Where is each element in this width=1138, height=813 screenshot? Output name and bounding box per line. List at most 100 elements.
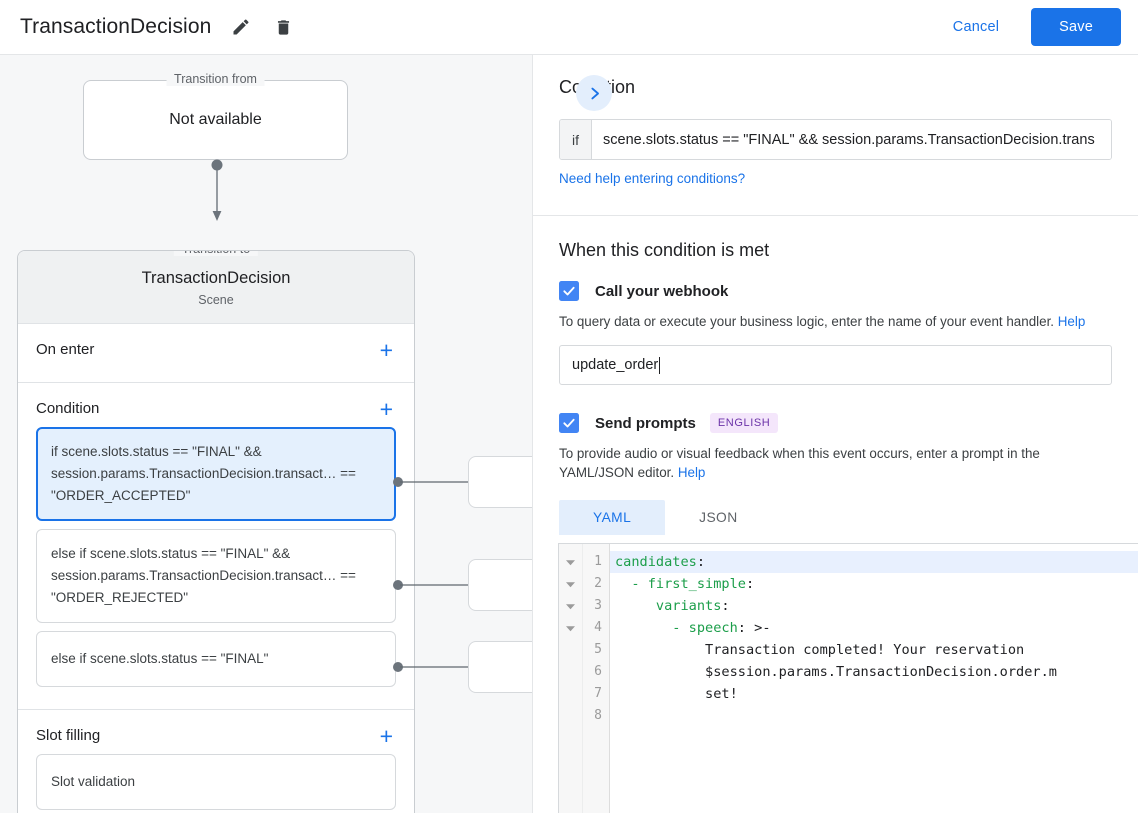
yaml-key: - first_simple <box>615 576 746 592</box>
flow-arrow-icon <box>211 159 223 221</box>
line-number: 3 <box>594 598 602 613</box>
code-area[interactable]: candidates: - first_simple: variants: - … <box>610 544 1138 813</box>
transition-from-box: Transition from Not available <box>83 72 348 160</box>
webhook-handler-value: update_order <box>572 357 659 373</box>
target-node-0[interactable] <box>468 456 532 508</box>
node-type: Scene <box>198 293 234 307</box>
yaml-value: set! <box>615 686 738 702</box>
fold-toggle[interactable] <box>559 661 582 683</box>
section-slot-filling: Slot filling + Slot validation <box>18 710 414 813</box>
condition-item-0[interactable]: if scene.slots.status == "FINAL" && sess… <box>36 427 396 521</box>
condition-section-title: Condition <box>559 55 1112 98</box>
condition-item-1[interactable]: else if scene.slots.status == "FINAL" &&… <box>36 529 396 623</box>
condition-item-2[interactable]: else if scene.slots.status == "FINAL" <box>36 631 396 687</box>
prompts-label: Send prompts <box>595 414 696 432</box>
webhook-checkbox[interactable] <box>559 281 579 301</box>
connector-dot-1 <box>393 580 403 590</box>
app-header: TransactionDecision Cancel Save <box>0 0 1138 55</box>
chevron-right-icon <box>590 87 599 99</box>
slot-validation-item[interactable]: Slot validation <box>36 754 396 810</box>
code-line[interactable]: $session.params.TransactionDecision.orde… <box>610 661 1138 683</box>
transition-from-value: Not available <box>169 111 262 128</box>
code-line[interactable]: variants: <box>610 595 1138 617</box>
need-help-link[interactable]: Need help entering conditions? <box>559 171 746 186</box>
section-on-enter: On enter + <box>18 324 414 383</box>
header-actions: Cancel Save <box>937 8 1121 46</box>
fold-toggle[interactable] <box>559 683 582 705</box>
connector-dot-2 <box>393 662 403 672</box>
add-slot-filling-button[interactable]: + <box>379 722 393 749</box>
node-header: TransactionDecision Scene <box>18 251 414 324</box>
yaml-key: candidates <box>615 554 697 570</box>
check-icon <box>563 418 575 428</box>
if-label: if <box>560 120 592 159</box>
line-number: 6 <box>594 664 602 679</box>
target-node-1[interactable] <box>468 559 532 611</box>
fold-gutter <box>559 544 583 813</box>
section-condition: Condition + if scene.slots.status == "FI… <box>18 383 414 710</box>
code-line[interactable]: candidates: <box>610 551 1138 573</box>
prompts-checkbox-row[interactable]: Send prompts ENGLISH <box>559 413 1112 433</box>
yaml-value: $session.params.TransactionDecision.orde… <box>615 664 1057 680</box>
fold-toggle[interactable] <box>559 551 582 573</box>
code-line[interactable]: Transaction completed! Your reservation <box>610 639 1138 661</box>
webhook-help-link[interactable]: Help <box>1057 314 1086 329</box>
save-button[interactable]: Save <box>1031 8 1121 46</box>
flow-canvas[interactable]: Transition from Not available Transition… <box>0 55 532 813</box>
fold-toggle[interactable] <box>559 617 582 639</box>
when-met-title: When this condition is met <box>559 240 770 260</box>
webhook-label: Call your webhook <box>595 282 729 300</box>
section-header: On enter + <box>18 324 414 368</box>
line-number: 8 <box>594 708 602 723</box>
line-number: 4 <box>594 620 602 635</box>
code-line[interactable] <box>610 705 1138 727</box>
code-line[interactable]: - first_simple: <box>610 573 1138 595</box>
yaml-value: Transaction completed! Your reservation <box>615 642 1025 658</box>
node-name: TransactionDecision <box>141 269 291 287</box>
prompts-help-link[interactable]: Help <box>677 465 706 480</box>
editor-format-tabs: YAML JSON <box>559 500 1112 535</box>
trash-icon[interactable] <box>271 15 295 39</box>
when-met-section: When this condition is met Call your web… <box>533 216 1138 535</box>
fold-toggle[interactable] <box>559 639 582 661</box>
section-header: Slot filling + <box>18 710 414 754</box>
text-caret <box>659 356 661 374</box>
section-label-condition: Condition <box>36 400 100 417</box>
code-line[interactable]: set! <box>610 683 1138 705</box>
line-number: 5 <box>594 642 602 657</box>
webhook-checkbox-row[interactable]: Call your webhook <box>559 281 1112 301</box>
transition-to-node[interactable]: Transition to TransactionDecision Scene … <box>17 250 415 813</box>
line-number: 7 <box>594 686 602 701</box>
fold-toggle[interactable] <box>559 705 582 727</box>
yaml-value: : >- <box>737 620 771 636</box>
tab-yaml[interactable]: YAML <box>559 500 666 535</box>
check-icon <box>563 286 575 296</box>
target-node-2[interactable] <box>468 641 532 693</box>
prompts-description-text: To provide audio or visual feedback when… <box>559 446 1040 480</box>
fold-toggle[interactable] <box>559 573 582 595</box>
condition-input-row[interactable]: if scene.slots.status == "FINAL" && sess… <box>559 119 1112 160</box>
add-condition-button[interactable]: + <box>379 395 393 422</box>
tab-json[interactable]: JSON <box>699 510 738 525</box>
section-label-slot-filling: Slot filling <box>36 727 101 744</box>
language-badge: ENGLISH <box>709 413 779 433</box>
webhook-handler-input[interactable]: update_order <box>559 345 1112 385</box>
prompts-checkbox[interactable] <box>559 413 579 433</box>
pencil-icon[interactable] <box>229 15 253 39</box>
page-title: TransactionDecision <box>20 15 212 38</box>
condition-section: Condition if scene.slots.status == "FINA… <box>533 55 1138 215</box>
section-label-on-enter: On enter <box>36 341 95 358</box>
fold-toggle[interactable] <box>559 595 582 617</box>
connector-dot-0 <box>393 477 403 487</box>
panel-divider <box>533 215 1138 216</box>
code-line[interactable]: - speech: >- <box>610 617 1138 639</box>
condition-input[interactable]: scene.slots.status == "FINAL" && session… <box>592 120 1111 159</box>
yaml-value: : <box>696 554 706 570</box>
expand-panel-button[interactable] <box>576 75 612 111</box>
transition-to-legend: Transition to <box>173 251 259 256</box>
cancel-button[interactable]: Cancel <box>937 10 1015 44</box>
yaml-key: - speech <box>615 620 738 636</box>
add-on-enter-button[interactable]: + <box>379 336 393 363</box>
